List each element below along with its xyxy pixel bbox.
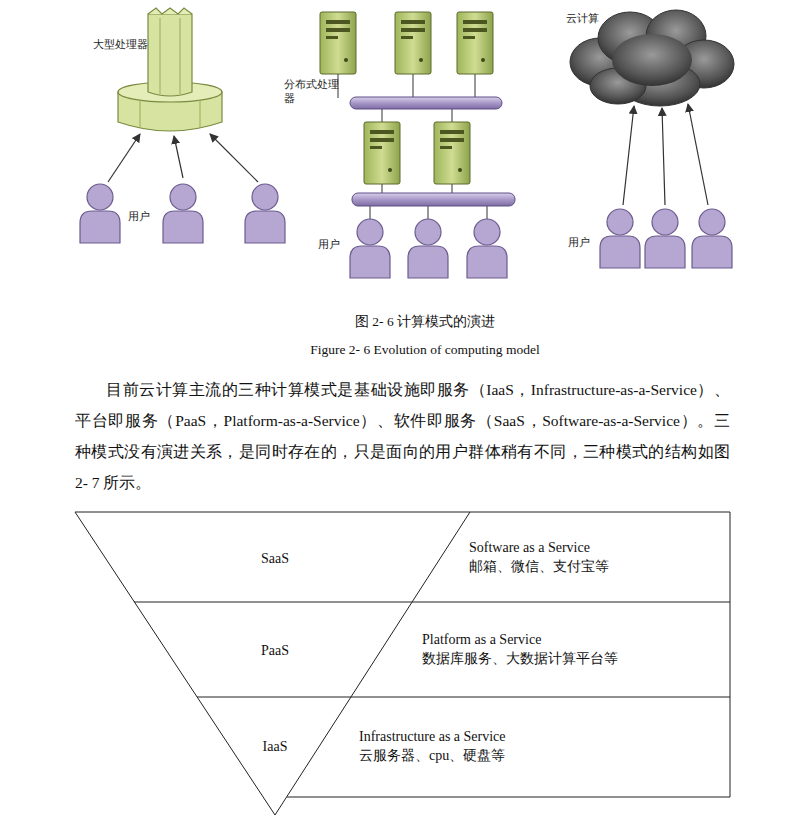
mainframe-icon <box>118 8 222 131</box>
service-layer: SaaS <box>257 547 293 570</box>
node-title: Platform as a Service <box>422 630 618 649</box>
service-description: Platform as a Service数据库服务、大数据计算平台等 <box>418 628 622 670</box>
service-pyramid <box>75 512 730 815</box>
node-title: SaaS <box>261 549 289 568</box>
figure-caption: 图 2- 6 计算模式的演进 <box>355 313 495 331</box>
node-body: 数据库服务、大数据计算平台等 <box>422 649 618 668</box>
node-title: PaaS <box>261 641 289 660</box>
user-icon <box>350 219 390 278</box>
arrow <box>108 134 258 182</box>
user-icon <box>80 184 120 243</box>
user-icon <box>408 219 448 278</box>
node-body: 云服务器、cpu、硬盘等 <box>359 746 506 765</box>
node-body: 邮箱、微信、支付宝等 <box>469 557 609 576</box>
service-description: Infrastructure as a Service云服务器、cpu、硬盘等 <box>355 725 510 767</box>
arrow <box>623 104 708 205</box>
user-icon <box>600 209 640 268</box>
cloud-icon <box>570 10 734 106</box>
user-icon <box>163 184 203 243</box>
service-layer: IaaS <box>259 735 292 758</box>
user-icon <box>467 219 507 278</box>
user-icon <box>692 209 732 268</box>
figure-caption-en: Figure 2- 6 Evolution of computing model <box>310 342 539 358</box>
user-label: 用户 <box>128 210 150 224</box>
processor-label: 大型处理器 <box>93 38 148 52</box>
service-description: Software as a Service邮箱、微信、支付宝等 <box>465 536 613 578</box>
node-title: Infrastructure as a Service <box>359 727 506 746</box>
processor-label: 分布式处理器 <box>284 78 342 106</box>
user-label: 用户 <box>568 236 590 250</box>
body-paragraph: 目前云计算主流的三种计算模式是基础设施即服务（IaaS，Infrastructu… <box>75 374 730 498</box>
user-label: 用户 <box>318 238 340 252</box>
cloud-label: 云计算 <box>566 12 599 26</box>
node-title: Software as a Service <box>469 538 609 557</box>
service-layer: PaaS <box>257 639 293 662</box>
user-icon <box>245 184 285 243</box>
distributed-icon <box>320 12 515 222</box>
user-icon <box>645 209 685 268</box>
node-title: IaaS <box>263 737 288 756</box>
